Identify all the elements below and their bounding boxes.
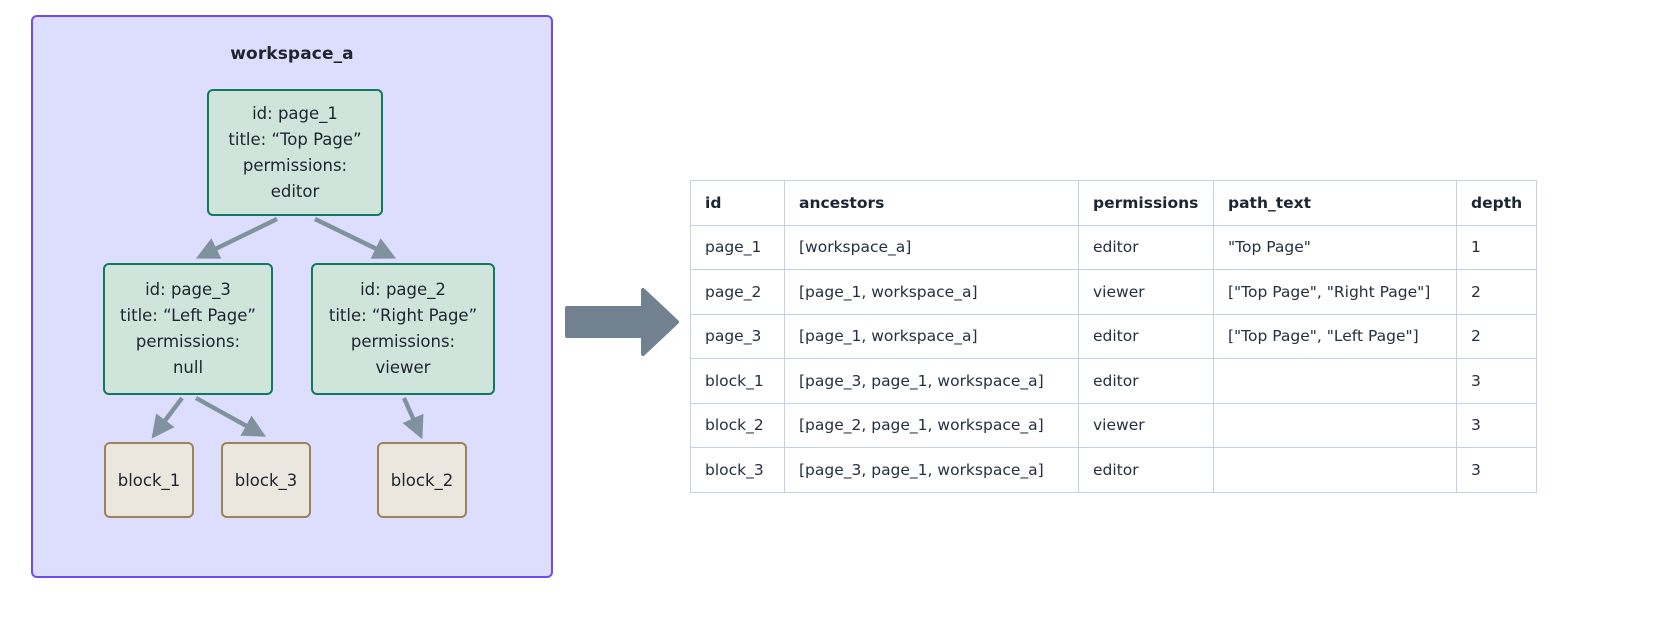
table-header-row: id ancestors permissions path_text depth [690,180,1538,226]
node-page-2-title: title: “Right Page” [328,306,478,325]
cell-ancestors: [page_2, page_1, workspace_a] [784,402,1079,448]
cell-path-text [1213,402,1457,448]
flow-arrow-icon [565,288,679,356]
cell-depth: 3 [1455,447,1538,493]
node-page-2-id: id: page_2 [360,280,446,299]
node-block-2[interactable]: block_2 [377,442,467,518]
cell-path-text [1213,358,1457,404]
cell-ancestors: [page_3, page_1, workspace_a] [784,358,1079,404]
cell-permissions: viewer [1078,269,1214,315]
node-page-1-permissions-label: permissions: [242,155,348,175]
table-row: page_1 [workspace_a] editor "Top Page" 1 [690,224,1538,270]
cell-permissions: editor [1078,224,1214,270]
result-table: id ancestors permissions path_text depth… [690,180,1538,493]
node-page-3-permissions-label: permissions: [135,332,241,351]
cell-permissions: editor [1078,313,1214,359]
cell-depth: 3 [1455,358,1538,404]
cell-id: block_1 [690,358,785,404]
table-row: block_2 [page_2, page_1, workspace_a] vi… [690,402,1538,448]
node-page-3-title: title: “Left Page” [120,306,256,325]
cell-permissions: editor [1078,447,1214,493]
cell-depth: 2 [1455,313,1538,359]
table-row: page_3 [page_1, workspace_a] editor ["To… [690,313,1538,359]
cell-id: block_2 [690,402,785,448]
cell-id: block_3 [690,447,785,493]
node-page-1[interactable]: id: page_1 title: “Top Page” permissions… [207,89,383,216]
node-page-2-permissions-value: viewer [375,358,431,377]
cell-depth: 2 [1455,269,1538,315]
table-row: block_1 [page_3, page_1, workspace_a] ed… [690,358,1538,404]
cell-depth: 3 [1455,402,1538,448]
cell-depth: 1 [1455,224,1538,270]
node-page-3-id: id: page_3 [145,280,231,299]
table-row: block_3 [page_3, page_1, workspace_a] ed… [690,447,1538,493]
column-header-id[interactable]: id [690,180,785,226]
node-page-1-id: id: page_1 [252,103,338,123]
node-page-2-permissions-label: permissions: [350,332,456,351]
column-header-permissions[interactable]: permissions [1078,180,1214,226]
node-page-2[interactable]: id: page_2 title: “Right Page” permissio… [311,263,495,395]
node-page-3-permissions-value: null [172,358,204,377]
cell-id: page_2 [690,269,785,315]
cell-permissions: editor [1078,358,1214,404]
cell-path-text [1213,447,1457,493]
cell-path-text: "Top Page" [1213,224,1457,270]
cell-ancestors: [page_3, page_1, workspace_a] [784,447,1079,493]
table-row: page_2 [page_1, workspace_a] viewer ["To… [690,269,1538,315]
node-block-3[interactable]: block_3 [221,442,311,518]
diagram-panel: workspace_a id: page_1 title: “Top Page”… [0,0,679,626]
cell-path-text: ["Top Page", "Left Page"] [1213,313,1457,359]
cell-ancestors: [page_1, workspace_a] [784,269,1079,315]
cell-id: page_1 [690,224,785,270]
cell-path-text: ["Top Page", "Right Page"] [1213,269,1457,315]
node-page-3[interactable]: id: page_3 title: “Left Page” permission… [103,263,273,395]
node-page-1-title: title: “Top Page” [228,129,362,149]
node-page-1-permissions-value: editor [270,181,320,201]
cell-permissions: viewer [1078,402,1214,448]
cell-ancestors: [page_1, workspace_a] [784,313,1079,359]
column-header-depth[interactable]: depth [1455,180,1538,226]
cell-id: page_3 [690,313,785,359]
cell-ancestors: [workspace_a] [784,224,1079,270]
column-header-ancestors[interactable]: ancestors [784,180,1079,226]
workspace-title: workspace_a [230,44,354,64]
column-header-path-text[interactable]: path_text [1213,180,1457,226]
node-block-1[interactable]: block_1 [104,442,194,518]
